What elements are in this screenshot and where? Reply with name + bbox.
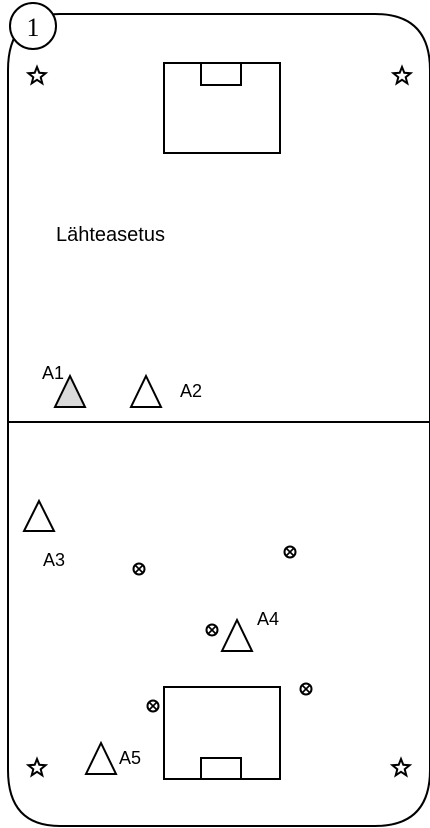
player-label: A5 <box>119 748 141 768</box>
cross-circle-icon <box>299 682 313 696</box>
triangle-icon <box>220 617 254 652</box>
field-outline <box>7 13 430 827</box>
top-goal <box>163 62 281 154</box>
player-a4: A4 <box>220 609 279 652</box>
player-a1: A1 <box>42 363 87 408</box>
triangle-icon <box>129 373 163 408</box>
player-label: A3 <box>43 550 65 570</box>
star-icon <box>390 64 414 86</box>
player-label: A2 <box>180 381 202 401</box>
cross-circle-icon <box>146 699 160 713</box>
player-label: A4 <box>257 609 279 629</box>
star-icon <box>25 756 49 778</box>
player-a3: A3 <box>22 498 65 570</box>
diagram-number: 1 <box>9 2 57 50</box>
star-icon <box>25 64 49 86</box>
cross-circle-icon <box>132 562 146 576</box>
player-a2: A2 <box>129 373 202 408</box>
cross-circle-icon <box>283 545 297 559</box>
star-icon <box>389 756 413 778</box>
player-label: A1 <box>42 363 64 383</box>
svg-text:1: 1 <box>27 13 40 42</box>
player-a5: A5 <box>84 740 141 775</box>
triangle-icon <box>53 373 87 408</box>
cross-circle-icon <box>205 623 219 637</box>
bottom-goal <box>163 686 281 780</box>
triangle-icon <box>84 740 118 775</box>
triangle-icon <box>22 498 56 532</box>
diagram-title: Lähteasetus <box>56 224 165 246</box>
